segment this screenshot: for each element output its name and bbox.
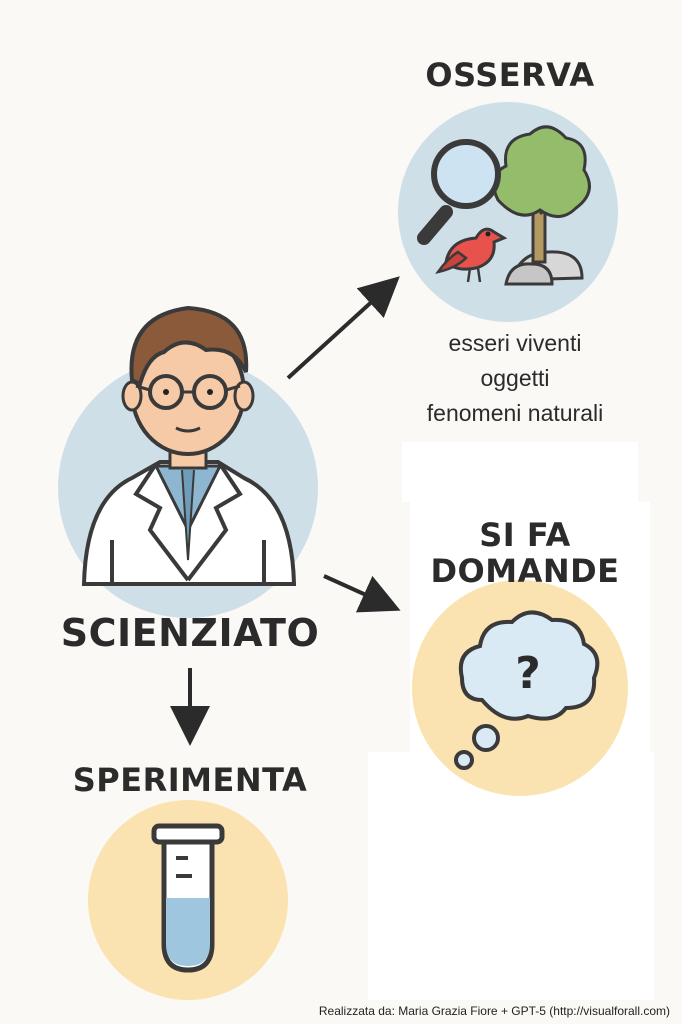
observe-illustration <box>398 102 618 322</box>
credit-line: Realizzata da: Maria Grazia Fiore + GPT-… <box>318 1004 670 1018</box>
question-mark: ? <box>515 648 541 699</box>
test-tube-icon <box>151 823 225 973</box>
observe-circle <box>398 102 618 322</box>
observe-item: oggetti <box>480 365 550 391</box>
magnifier-icon <box>417 139 501 245</box>
observe-item: fenomeni naturali <box>426 400 604 426</box>
bird-icon <box>435 227 508 283</box>
rocks-icon <box>504 250 584 286</box>
scientist-icon <box>58 305 318 618</box>
question-title-line: DOMANDE <box>430 551 620 590</box>
observe-items: esseri viventi oggetti fenomeni naturali <box>380 326 650 431</box>
tree-icon <box>492 125 591 264</box>
question-title: SI FA DOMANDE <box>410 516 640 590</box>
observe-item: esseri viventi <box>448 330 582 356</box>
question-title-line: SI FA <box>479 516 571 554</box>
arrow-to-question <box>323 574 401 613</box>
observe-title: OSSERVA <box>425 56 595 94</box>
thought-bubble-icon: ? <box>454 610 600 770</box>
white-panel-top <box>402 442 638 502</box>
experiment-title: SPERIMENTA <box>72 761 308 799</box>
experiment-illustration <box>88 800 288 1000</box>
question-illustration: ? <box>412 580 628 796</box>
arrow-to-observe <box>286 276 400 380</box>
center-title: SCIENZIATO <box>60 611 320 655</box>
